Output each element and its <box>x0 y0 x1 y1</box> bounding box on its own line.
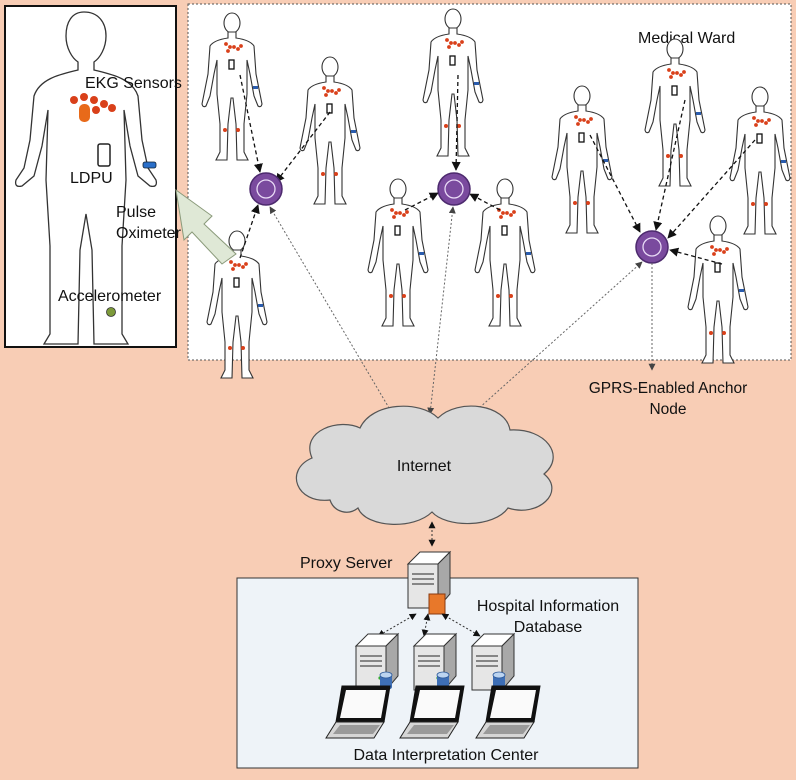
accelerometer-label: Accelerometer <box>58 288 162 305</box>
ldpu-device-icon <box>97 143 111 167</box>
anchor-node-label-line2: Node <box>649 401 686 418</box>
anchor-node-icon <box>635 230 669 264</box>
body-outline-icon <box>14 11 158 345</box>
ldpu-label: LDPU <box>70 170 113 187</box>
pulse-oximeter-band <box>142 161 157 169</box>
patient-to-anchor-links <box>239 74 756 265</box>
server-icon <box>413 633 457 691</box>
hospital-db-label-line1: Hospital Information <box>477 598 619 615</box>
medical-ward-label: Medical Ward <box>638 30 735 47</box>
data-interpretation-center-label: Data Interpretation Center <box>354 747 540 764</box>
hospital-db-label-line2: Database <box>514 619 583 636</box>
internet-label: Internet <box>397 458 452 475</box>
zoom-callout-arrow <box>175 188 237 265</box>
anchor-node-icon <box>249 172 283 206</box>
firewall-icon <box>428 593 446 615</box>
proxy-server-label: Proxy Server <box>300 555 393 572</box>
ekg-main-sensor <box>79 104 90 122</box>
proxy-workstation-links <box>377 613 481 637</box>
anchor-internet-links <box>269 206 643 419</box>
ekg-sensors-label: EKG Sensors <box>85 75 182 92</box>
anchor-node-label-line1: GPRS-Enabled Anchor <box>589 380 748 397</box>
pulse-oximeter-label-line2: Oximeter <box>116 225 182 242</box>
pulse-oximeter-label-line1: Pulse <box>116 204 156 221</box>
ekg-sensor-dots <box>70 93 116 114</box>
internet-cloud-icon <box>295 405 554 525</box>
anchor-node-icon <box>437 172 471 206</box>
accelerometer-dot <box>106 307 116 317</box>
